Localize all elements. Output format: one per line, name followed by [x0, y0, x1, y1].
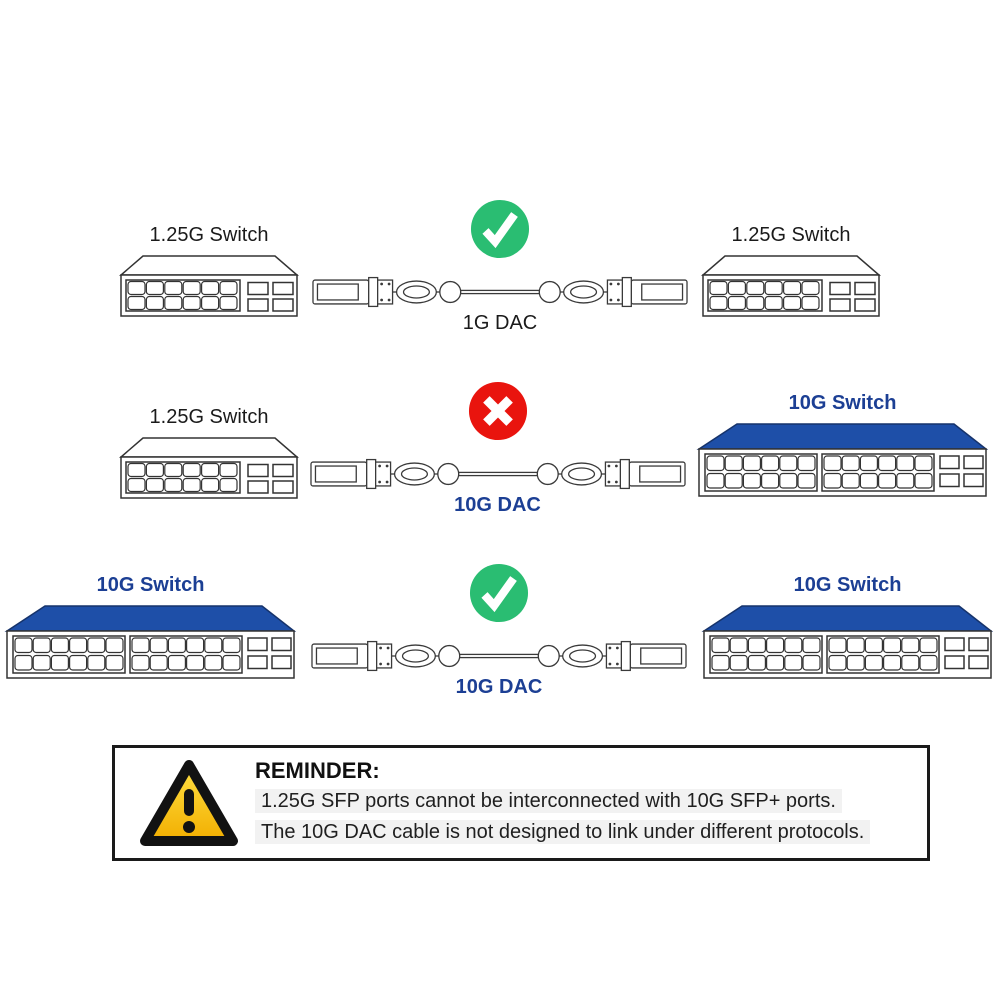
switch-illustration: [118, 435, 300, 501]
reminder-line-1: 1.25G SFP ports cannot be interconnected…: [255, 787, 870, 816]
switch-illustration: [118, 253, 300, 319]
switch-right: 10G Switch: [695, 391, 990, 501]
switch-illustration: [695, 421, 990, 501]
switch-label: 1.25G Switch: [149, 224, 269, 246]
switch-illustration: [3, 603, 298, 683]
dac-cable-illustration: [311, 269, 689, 315]
cable-label: 10G DAC: [454, 494, 541, 516]
switch-left: 1.25G Switch: [118, 405, 300, 501]
switch-right: 10G Switch: [700, 573, 995, 683]
reminder-line-2: The 10G DAC cable is not designed to lin…: [255, 818, 871, 847]
cable-section: 10G DAC: [309, 563, 689, 699]
dac-cable-illustration: [310, 633, 688, 679]
check-icon: [469, 563, 529, 623]
reminder-text: REMINDER: 1.25G SFP ports cannot be inte…: [255, 757, 871, 849]
switch-right: 1.25G Switch: [700, 223, 882, 319]
check-icon: [470, 199, 530, 259]
cable-section: 1G DAC: [310, 199, 690, 335]
switch-label: 1.25G Switch: [149, 406, 269, 428]
cross-icon: [468, 381, 528, 441]
compatibility-diagram: 1.25G Switch: [0, 199, 1008, 861]
compat-row-3: 10G Switch: [0, 563, 1008, 698]
switch-left: 10G Switch: [3, 573, 298, 683]
cable-section: 10G DAC: [308, 381, 688, 517]
switch-left: 1.25G Switch: [118, 223, 300, 319]
switch-label: 1.25G Switch: [731, 224, 851, 246]
switch-label: 10G Switch: [96, 574, 205, 596]
cable-label: 1G DAC: [462, 312, 538, 334]
switch-label: 10G Switch: [788, 392, 897, 414]
reminder-box: REMINDER: 1.25G SFP ports cannot be inte…: [112, 745, 930, 861]
switch-illustration: [700, 603, 995, 683]
cable-label: 10G DAC: [455, 676, 543, 698]
reminder-title: REMINDER:: [255, 757, 380, 783]
compat-row-1: 1.25G Switch: [0, 199, 1008, 334]
switch-illustration: [700, 253, 882, 319]
switch-label: 10G Switch: [793, 574, 902, 596]
warning-triangle-icon: [139, 756, 239, 850]
dac-cable-illustration: [309, 451, 687, 497]
compat-row-2: 1.25G Switch: [0, 381, 1008, 516]
